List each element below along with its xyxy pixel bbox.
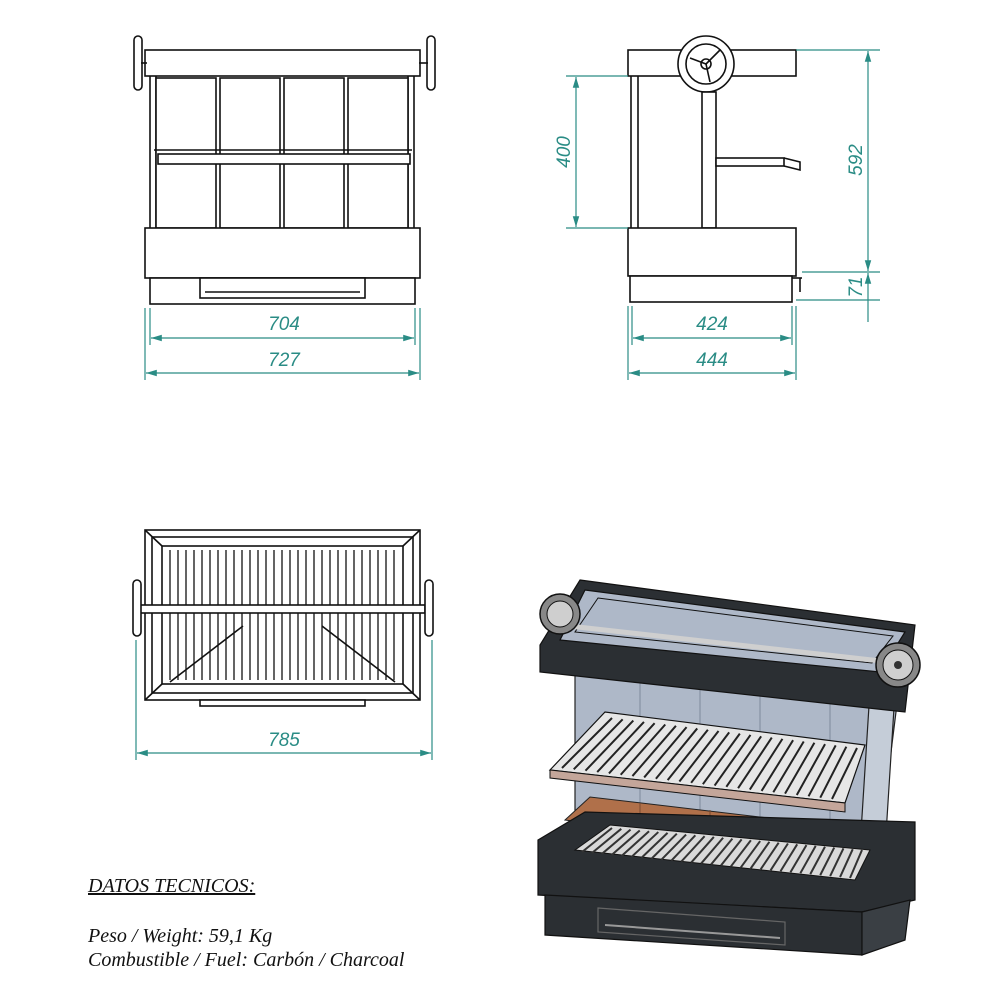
grill-bar xyxy=(591,828,622,854)
grill-bar xyxy=(690,836,715,864)
top-view-dimensions: 785 xyxy=(135,640,433,760)
dimension-424: 424 xyxy=(696,314,728,335)
grill-bar xyxy=(807,744,837,797)
grill-bar xyxy=(759,842,780,870)
top-view xyxy=(132,529,434,707)
top-view-grill-bars xyxy=(169,550,395,680)
grill-bar xyxy=(710,837,734,866)
dimension-71: 71 xyxy=(846,276,867,297)
grill-bar xyxy=(584,719,635,772)
technical-specs: DATOS TECNICOS: Peso / Weight: 59,1 Kg C… xyxy=(88,874,508,972)
grill-bar xyxy=(601,828,632,855)
grill-bar xyxy=(666,729,709,781)
grill-bar xyxy=(621,830,650,857)
grill-bar xyxy=(655,727,698,780)
grill-bar xyxy=(831,747,858,800)
grill-bar xyxy=(596,721,645,773)
grill-bar xyxy=(784,742,816,795)
grill-bar xyxy=(829,847,845,877)
grill-bar xyxy=(690,731,730,784)
dimension-704: 704 xyxy=(268,314,300,335)
isometric-render xyxy=(537,579,921,956)
specs-weight: Peso / Weight: 59,1 Kg xyxy=(88,925,273,947)
grill-bar xyxy=(608,722,656,775)
grill-bar xyxy=(630,831,659,858)
dimension-592: 592 xyxy=(846,144,867,176)
grill-bar xyxy=(749,841,771,869)
specs-title: DATOS TECNICOS: xyxy=(88,875,256,897)
grill-bar xyxy=(760,739,794,792)
grill-bar xyxy=(713,734,752,787)
grill-bar xyxy=(670,834,697,862)
dimension-785: 785 xyxy=(268,730,300,751)
grill-bar xyxy=(702,733,741,785)
side-view-dimensions: 424 444 400 592 71 xyxy=(554,49,880,380)
grill-bar xyxy=(660,833,687,861)
grill-bar xyxy=(611,829,641,856)
front-view xyxy=(133,35,436,305)
side-view xyxy=(627,35,802,303)
grill-bar xyxy=(680,835,706,863)
grill-bar xyxy=(720,838,743,867)
grill-bar xyxy=(809,846,826,875)
grill-bar xyxy=(650,832,678,860)
grill-bar xyxy=(748,738,784,791)
grill-bar xyxy=(581,827,613,853)
grill-bar xyxy=(678,730,720,783)
grill-bar xyxy=(799,845,817,874)
grill-bar xyxy=(725,735,762,788)
grill-bar xyxy=(769,842,789,871)
grill-bar xyxy=(640,832,669,859)
shelf-grill-bars xyxy=(561,717,858,800)
grill-bar xyxy=(700,837,724,865)
grill-bar xyxy=(789,844,808,873)
grill-bar xyxy=(819,746,848,799)
firebox-grill-bars xyxy=(581,827,863,879)
grill-bar xyxy=(795,743,826,796)
grill-bar xyxy=(730,839,752,868)
dimension-400: 400 xyxy=(554,136,575,168)
grill-bar xyxy=(839,848,854,878)
specs-fuel: Combustible / Fuel: Carbón / Charcoal xyxy=(88,949,405,971)
grill-bar xyxy=(772,740,805,793)
grill-bar xyxy=(740,840,761,868)
grill-bar xyxy=(643,726,688,779)
grill-bar xyxy=(619,723,667,776)
grill-bar xyxy=(631,725,677,777)
dimension-444: 444 xyxy=(696,350,728,371)
dimension-727: 727 xyxy=(268,350,301,371)
front-view-dimensions: 704 727 xyxy=(144,308,421,380)
grill-bar xyxy=(849,849,863,879)
grill-bar xyxy=(819,847,836,876)
grill-bar xyxy=(737,737,773,789)
grill-bar xyxy=(779,843,799,872)
grill-bar xyxy=(561,717,613,769)
grill-bar xyxy=(573,718,624,771)
